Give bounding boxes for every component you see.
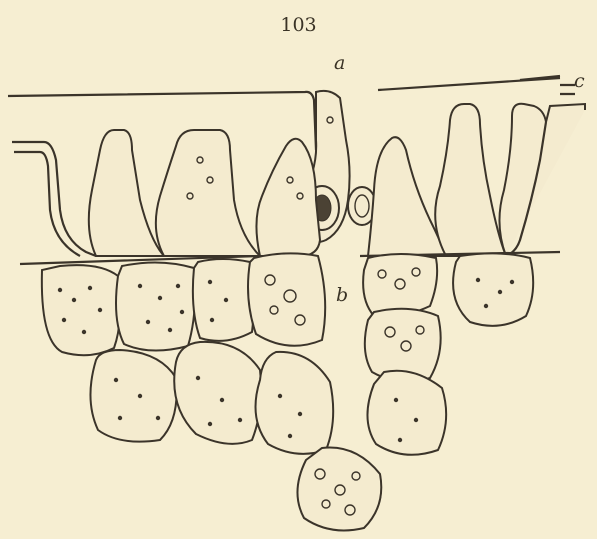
epidermal-cells-right xyxy=(368,104,585,256)
mesophyll-cells xyxy=(42,253,533,530)
label-a: a xyxy=(334,52,345,74)
epidermal-cells-left xyxy=(12,130,320,256)
label-b: b xyxy=(336,284,348,306)
label-c: c xyxy=(574,70,585,92)
cuticle-line xyxy=(8,92,316,150)
